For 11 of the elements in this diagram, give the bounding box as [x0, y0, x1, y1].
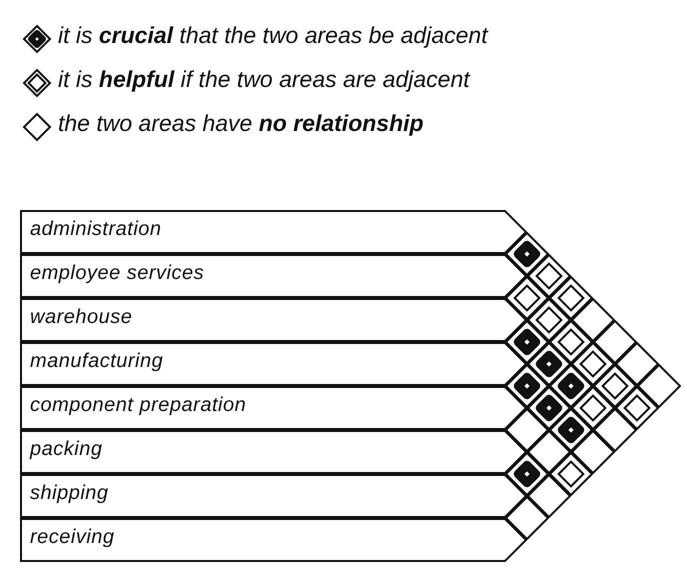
area-name: administration	[30, 218, 162, 241]
legend-text: it is crucial that the two areas be adjacent	[58, 22, 488, 49]
area-name: packing	[30, 438, 102, 461]
legend-text: the two areas have no relationship	[58, 110, 424, 137]
area-name: receiving	[30, 526, 115, 549]
area-name: component preparation	[30, 394, 246, 417]
area-name: employee services	[30, 262, 204, 285]
area-name: shipping	[30, 482, 109, 505]
area-name: manufacturing	[30, 350, 164, 373]
area-name: warehouse	[30, 306, 132, 329]
legend-text: it is helpful if the two areas are adjacent	[58, 66, 470, 93]
